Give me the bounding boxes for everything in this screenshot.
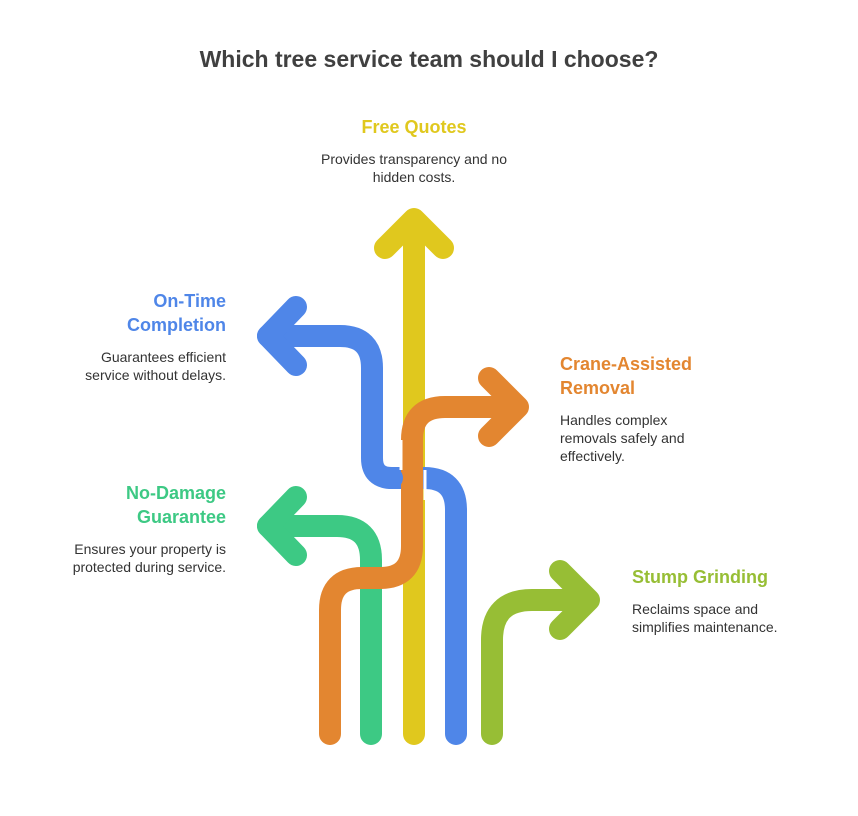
crane-label: Crane-Assisted Removal xyxy=(560,354,693,398)
on-time-arrow-upper xyxy=(257,325,403,489)
stump-description: Reclaims space and simplifies maintenanc… xyxy=(632,601,778,635)
free-quotes-label: Free Quotes xyxy=(361,117,467,137)
stump-arrow xyxy=(481,589,599,745)
no-damage-arrowhead xyxy=(257,486,307,566)
no-damage-arrow xyxy=(257,515,382,745)
no-damage-label: No-Damage Guarantee xyxy=(125,483,226,527)
page-title: Which tree service team should I choose? xyxy=(199,46,659,72)
on-time-arrowhead xyxy=(257,296,307,376)
no-damage-description: Ensures your property is protected durin… xyxy=(72,541,226,575)
stump-label: Stump Grinding xyxy=(632,567,768,587)
stump-arrowhead xyxy=(549,560,600,640)
crane-arrow xyxy=(319,396,527,745)
crane-description: Handles complex removals safely and effe… xyxy=(560,412,685,464)
free-quotes-arrowhead xyxy=(374,208,454,259)
on-time-description: Guarantees efficient service without del… xyxy=(85,349,226,383)
on-time-label: On-Time Completion xyxy=(127,291,226,335)
free-quotes-description: Provides transparency and no hidden cost… xyxy=(321,151,507,185)
crane-arrowhead xyxy=(478,367,529,447)
